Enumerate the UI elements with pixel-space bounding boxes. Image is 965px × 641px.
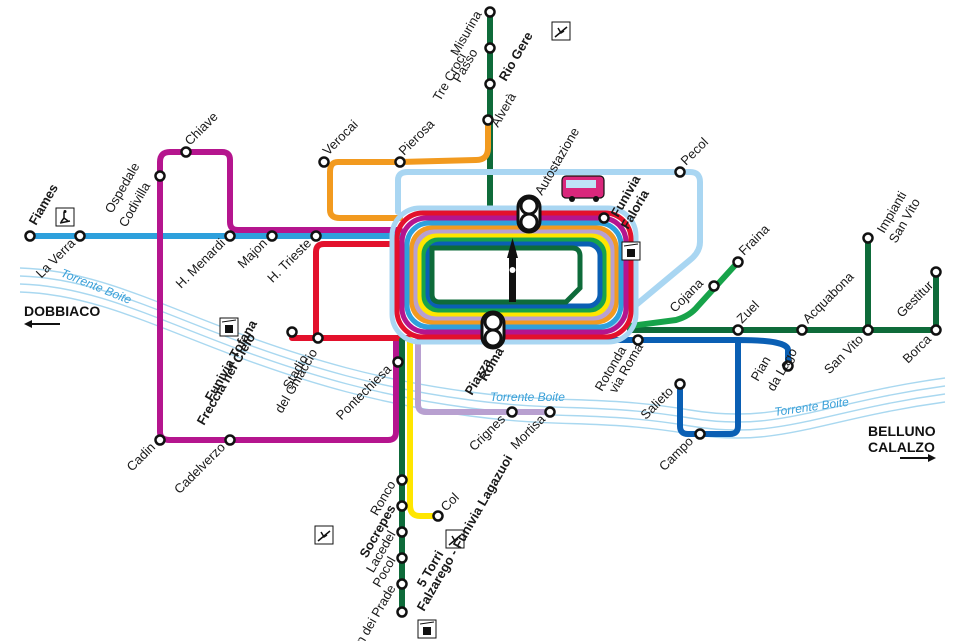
label-cadin: Cadin — [123, 440, 158, 475]
label-cadelverzo: Cadelverzo — [171, 440, 228, 497]
label-rio-gere: Rio Gere — [496, 29, 536, 83]
cable-car-icon — [219, 317, 239, 337]
stop-lacedel[interactable] — [396, 526, 408, 538]
stop-son-dei-prade[interactable] — [396, 578, 408, 590]
label-campo: Campo — [656, 434, 696, 474]
direction-dobbiaco: DOBBIACO — [24, 303, 100, 319]
stop-cadelverzo[interactable] — [224, 434, 236, 446]
stop-rio-gere[interactable] — [484, 78, 496, 90]
label-san-vito: San Vito — [821, 332, 866, 377]
label-da-lago: da Lago — [764, 345, 800, 393]
stop-chiave[interactable] — [180, 146, 192, 158]
cable-car-icon — [417, 619, 437, 639]
arrow-left-icon — [24, 320, 60, 328]
stop-rotonda[interactable] — [632, 334, 644, 346]
stop-h-trieste[interactable] — [310, 230, 322, 242]
stop-la-verra[interactable] — [74, 230, 86, 242]
stop-borca[interactable] — [930, 324, 942, 336]
stop-pian-da-lago[interactable] — [782, 360, 794, 372]
label-col: Col — [438, 490, 462, 514]
line-mortisa — [415, 337, 553, 415]
stop-salieto[interactable] — [674, 378, 686, 390]
label-zuel: Zuel — [734, 298, 763, 327]
label-h-menardi: H. Menardi — [173, 235, 229, 291]
direction-belluno: BELLUNO — [868, 423, 936, 439]
cross-country-ski-icon — [55, 207, 75, 227]
stop-cojana[interactable] — [708, 280, 720, 292]
stop-campo[interactable] — [694, 428, 706, 440]
label-pontechiesa: Pontechiesa — [333, 361, 395, 423]
stop-impianti[interactable] — [862, 232, 874, 244]
river-torrente-boite — [19, 267, 946, 439]
stop-majon[interactable] — [266, 230, 278, 242]
stop-ospedale[interactable] — [154, 170, 166, 182]
stop-misurina[interactable] — [484, 6, 496, 18]
stop-col[interactable] — [432, 510, 444, 522]
stop-pocol[interactable] — [396, 552, 408, 564]
central-loop — [389, 205, 639, 345]
stop-stadio[interactable] — [312, 332, 324, 344]
stop-funivia-faloria[interactable] — [598, 212, 610, 224]
stop-socrepes[interactable] — [396, 500, 408, 512]
ski-lift-icon — [314, 525, 334, 545]
label-gestitur: Gestitur — [893, 277, 936, 320]
ski-lift-icon — [551, 21, 571, 41]
stop-verocai[interactable] — [318, 156, 330, 168]
line-alvera — [327, 117, 491, 221]
label-h-trieste: H. Trieste — [264, 236, 314, 286]
label-borca: Borca — [899, 331, 934, 366]
label-verocai: Verocai — [320, 117, 361, 158]
label-falzarego: Falzarego - Funivia Lagazuoi — [414, 452, 516, 613]
bell-tower-icon — [507, 238, 518, 302]
line-tofana — [289, 241, 411, 341]
stop-funivia-tofana[interactable] — [286, 326, 298, 338]
line-col — [407, 337, 441, 519]
line-fraina — [627, 259, 741, 329]
line-campo — [417, 337, 791, 437]
hub-autostazione[interactable] — [516, 194, 542, 234]
label-acquabona: Acquabona — [800, 268, 858, 326]
label-pierosa: Pierosa — [396, 116, 438, 158]
stops — [24, 6, 942, 618]
label-majon: Majon — [234, 236, 270, 272]
stop-fiames[interactable] — [24, 230, 36, 242]
river-label-west: Torrente Boite — [59, 266, 134, 307]
stop-passo[interactable] — [484, 42, 496, 54]
river-label-center: Torrente Boite — [490, 390, 565, 404]
label-cojana: Cojana — [666, 275, 706, 315]
stop-zuel[interactable] — [732, 324, 744, 336]
label-pecol: Pecol — [678, 134, 712, 168]
hub-piazza-roma[interactable] — [480, 310, 506, 350]
stop-h-menardi[interactable] — [224, 230, 236, 242]
stop-alvera[interactable] — [482, 114, 494, 126]
direction-calalzo: CALALZO — [868, 439, 935, 455]
stop-pecol[interactable] — [674, 166, 686, 178]
stop-pierosa[interactable] — [394, 156, 406, 168]
bus-icon — [561, 175, 605, 202]
label-chiave: Chiave — [182, 109, 221, 148]
label-son-dei-prade: Son dei Prade — [344, 582, 398, 641]
stop-crignes[interactable] — [506, 406, 518, 418]
stop-cadin[interactable] — [154, 434, 166, 446]
river-label-east: Torrente Boite — [773, 395, 849, 419]
stop-gestitur[interactable] — [930, 266, 942, 278]
stop-mortisa[interactable] — [544, 406, 556, 418]
line-chiave — [157, 149, 403, 443]
stop-fraina[interactable] — [732, 256, 744, 268]
stop-ronco[interactable] — [396, 474, 408, 486]
stop-falzarego[interactable] — [396, 606, 408, 618]
stop-acquabona[interactable] — [796, 324, 808, 336]
label-salieto: Salieto — [637, 384, 676, 423]
ski-lift-icon — [445, 529, 465, 549]
arrow-right-icon — [900, 454, 936, 462]
stop-pontechiesa[interactable] — [392, 356, 404, 368]
stop-san-vito[interactable] — [862, 324, 874, 336]
cable-car-icon — [621, 241, 641, 261]
line-borca — [627, 235, 939, 333]
label-fraina: Fraina — [736, 221, 773, 258]
